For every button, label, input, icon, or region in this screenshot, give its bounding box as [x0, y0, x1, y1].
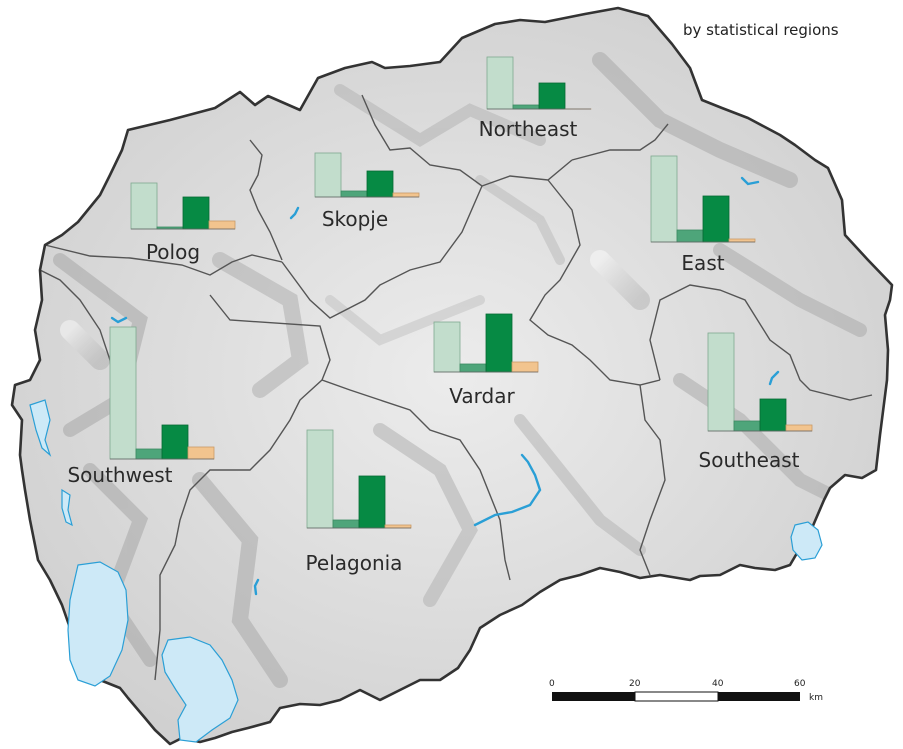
region-chart-east: East [650, 155, 756, 275]
bar-pelagonia-series-2 [332, 519, 360, 529]
region-chart-skopje: Skopje [314, 152, 420, 231]
map-subtitle: by statistical regions [683, 21, 839, 39]
scale-tick-40: 40 [712, 679, 724, 689]
bar-northeast-series-3 [538, 82, 566, 110]
country-map [10, 6, 894, 746]
bar-east-series-1 [650, 155, 678, 243]
bar-vardar-series-4 [511, 361, 539, 373]
bar-pelagonia-series-4 [384, 524, 412, 529]
bar-pelagonia-series-3 [358, 475, 386, 529]
region-chart-polog: Polog [130, 182, 236, 264]
region-chart-southwest: Southwest [67, 326, 215, 487]
bar-southwest-series-1 [109, 326, 137, 460]
water-bodies [29, 399, 823, 743]
reservoir-southwest [61, 488, 73, 527]
region-label-southwest: Southwest [67, 463, 172, 487]
region-borders [39, 94, 873, 681]
bar-vardar-series-1 [433, 321, 461, 373]
bar-southeast-series-4 [785, 424, 813, 432]
scale-segment-2 [634, 691, 719, 702]
region-label-southeast: Southeast [699, 448, 800, 472]
region-label-northeast: Northeast [479, 117, 578, 141]
bar-polog-series-1 [130, 182, 158, 230]
scale-tick-20: 20 [629, 679, 641, 689]
region-chart-southeast: Southeast [699, 332, 813, 472]
lake-prespa [161, 636, 239, 743]
region-chart-pelagonia: Pelagonia [306, 429, 412, 575]
bar-skopje-series-2 [340, 190, 368, 198]
region-label-east: East [681, 251, 724, 275]
bar-skopje-series-1 [314, 152, 342, 198]
rivers [110, 176, 780, 596]
region-chart-northeast: Northeast [479, 56, 592, 141]
region-label-pelagonia: Pelagonia [306, 551, 403, 575]
bar-southwest-series-4 [187, 446, 215, 460]
bar-vardar-series-2 [459, 363, 487, 373]
bar-northeast-series-2 [512, 104, 540, 110]
lake-ohrid [67, 561, 129, 687]
bar-northeast-series-1 [486, 56, 514, 110]
region-chart-vardar: Vardar [433, 313, 539, 408]
scale-unit: km [809, 693, 823, 703]
scale-bar: 0 20 40 60 km [549, 679, 823, 703]
reservoir-west [29, 399, 52, 457]
region-label-vardar: Vardar [449, 384, 515, 408]
bar-vardar-series-3 [485, 313, 513, 373]
bar-east-series-4 [728, 238, 756, 243]
scale-tick-60: 60 [794, 679, 806, 689]
region-label-polog: Polog [146, 240, 200, 264]
bar-pelagonia-series-1 [306, 429, 334, 529]
bar-east-series-2 [676, 229, 704, 243]
bar-polog-series-4 [208, 220, 236, 230]
bar-southeast-series-1 [707, 332, 735, 432]
bar-east-series-3 [702, 195, 730, 243]
country-border [10, 6, 894, 746]
bar-southeast-series-3 [759, 398, 787, 432]
region-label-skopje: Skopje [322, 207, 388, 231]
scale-segment-3 [718, 692, 800, 701]
lake-dojran [790, 521, 823, 561]
bar-southwest-series-3 [161, 424, 189, 460]
scale-tick-0: 0 [549, 679, 555, 689]
bar-southeast-series-2 [733, 420, 761, 432]
bar-southwest-series-2 [135, 448, 163, 460]
bar-skopje-series-3 [366, 170, 394, 198]
scale-segment-1 [552, 692, 635, 701]
bar-skopje-series-4 [392, 192, 420, 198]
bar-polog-series-3 [182, 196, 210, 230]
